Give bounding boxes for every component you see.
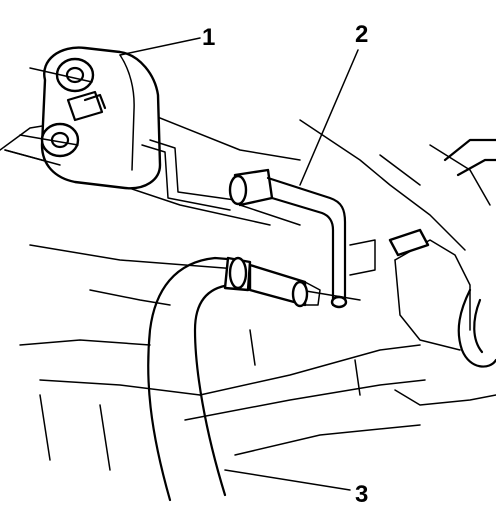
exhaust-hanger-insulator xyxy=(4,37,236,211)
callout-3-label: 3 xyxy=(355,481,368,508)
callout-1-label: 1 xyxy=(202,24,215,51)
callout-2-label: 2 xyxy=(355,21,368,48)
hanger-rod xyxy=(228,49,359,309)
exhaust-pipe xyxy=(147,256,351,502)
